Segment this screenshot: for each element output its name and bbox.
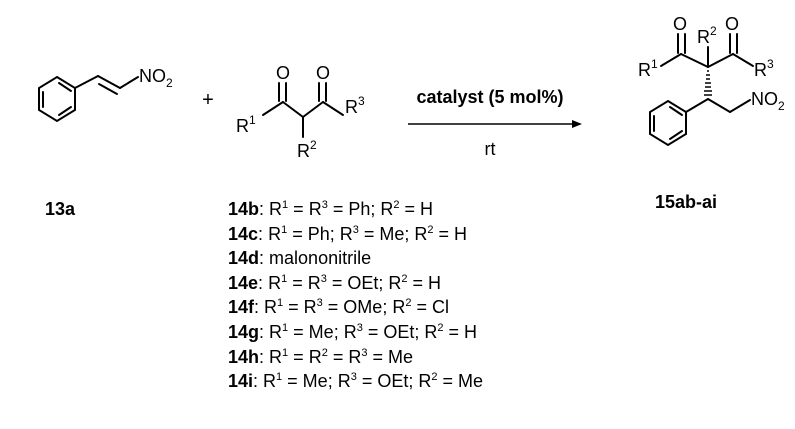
substrate-id: 14c: [228, 223, 259, 244]
arrow-condition-bottom: rt: [485, 139, 496, 159]
substrate-id: 14i: [228, 371, 254, 392]
reactant-label: 13a: [45, 199, 76, 219]
substrate-id: 14f: [228, 297, 255, 318]
benzene-ring-reactant: [38, 75, 76, 123]
product-structure: O O R1 R2 R3 NO2: [638, 14, 785, 147]
substrate-row: 14b: R1 = R3 = Ph; R2 = H: [228, 199, 433, 219]
r2-label: R2: [297, 138, 317, 161]
substrate-row: 14c: R1 = Ph; R3 = Me; R2 = H: [228, 223, 468, 244]
vinyl-double-bond-inner: [98, 83, 118, 95]
oxygen-label: O: [276, 63, 290, 83]
substrate-id: 14g: [228, 321, 260, 342]
hashed-wedge-bond: [704, 70, 712, 96]
backbone-bond: [302, 101, 324, 118]
benzene-ring-product: [649, 99, 687, 147]
arrow-condition-top: catalyst (5 mol%): [416, 87, 563, 107]
substrate-row: 14i: R1 = Me; R3 = OEt; R2 = Me: [228, 371, 484, 392]
backbone-bond: [282, 101, 304, 118]
ring-double-bond: [58, 82, 72, 92]
substrate-row: 14f: R1 = R3 = OMe; R2 = Cl: [228, 297, 449, 318]
oxygen-label: O: [725, 14, 739, 34]
ring-double-bond: [669, 130, 683, 140]
substrate-row: 14g: R1 = Me; R3 = OEt; R2 = H: [228, 321, 477, 342]
substrate-description: R1 = R3 = Ph; R2 = H: [269, 199, 433, 219]
carbonyl-to-quaternary: [680, 53, 709, 68]
arrow-head: [572, 120, 582, 128]
substrate-row: 14d: malononitrile: [228, 248, 372, 269]
substrate-id: 14e: [228, 272, 259, 293]
ring-double-bond: [669, 106, 683, 116]
r2-label: R2: [697, 24, 717, 47]
r3-bond: [732, 53, 754, 67]
plus-sign: +: [202, 89, 214, 111]
r3-bond: [322, 101, 344, 116]
ring-double-bond: [58, 106, 72, 116]
substrate-description: R1 = Ph; R3 = Me; R2 = H: [268, 223, 468, 244]
oxygen-label: O: [316, 63, 330, 83]
r1-bond: [660, 53, 682, 67]
product-label: 15ab-ai: [655, 192, 717, 212]
quaternary-to-carbonyl: [707, 53, 734, 68]
nitrostyrene-structure: NO2: [38, 66, 173, 123]
substrate-description: R1 = R3 = OEt; R2 = H: [268, 272, 441, 293]
vinyl-bond: [74, 75, 99, 89]
substrate-description: R1 = Me; R3 = OEt; R2 = H: [269, 321, 477, 342]
dicarbonyl-structure: O O R1 R3 R2: [236, 63, 365, 161]
substrate-row: 14e: R1 = R3 = OEt; R2 = H: [228, 272, 441, 293]
r1-label: R1: [638, 57, 658, 80]
substrate-description: R1 = R3 = OMe; R2 = Cl: [264, 297, 449, 318]
substrate-id: 14h: [228, 346, 260, 367]
nitro-bond: [119, 76, 139, 89]
phenyl-bond: [685, 98, 709, 113]
substrate-description: R1 = R2 = R3 = Me: [269, 346, 413, 367]
ch2-bond: [707, 98, 731, 113]
r1-bond: [262, 101, 284, 116]
nitro-bond: [729, 99, 751, 113]
r1-label: R1: [236, 113, 256, 136]
substrate-row: 14h: R1 = R2 = R3 = Me: [228, 346, 413, 367]
substrate-description: R1 = Me; R3 = OEt; R2 = Me: [263, 371, 484, 392]
nitro-label: NO2: [139, 66, 173, 90]
r3-label: R3: [345, 94, 365, 117]
substrate-id: 14d: [228, 248, 260, 269]
nitro-label: NO2: [751, 89, 785, 113]
r3-label: R3: [754, 57, 774, 80]
substrate-id: 14b: [228, 199, 260, 219]
vinyl-double-bond: [97, 75, 121, 89]
substrate-list: 14b: R1 = R3 = Ph; R2 = H 14c: R1 = Ph; R…: [228, 197, 483, 394]
oxygen-label: O: [673, 14, 687, 34]
substrate-description: malononitrile: [269, 248, 372, 269]
